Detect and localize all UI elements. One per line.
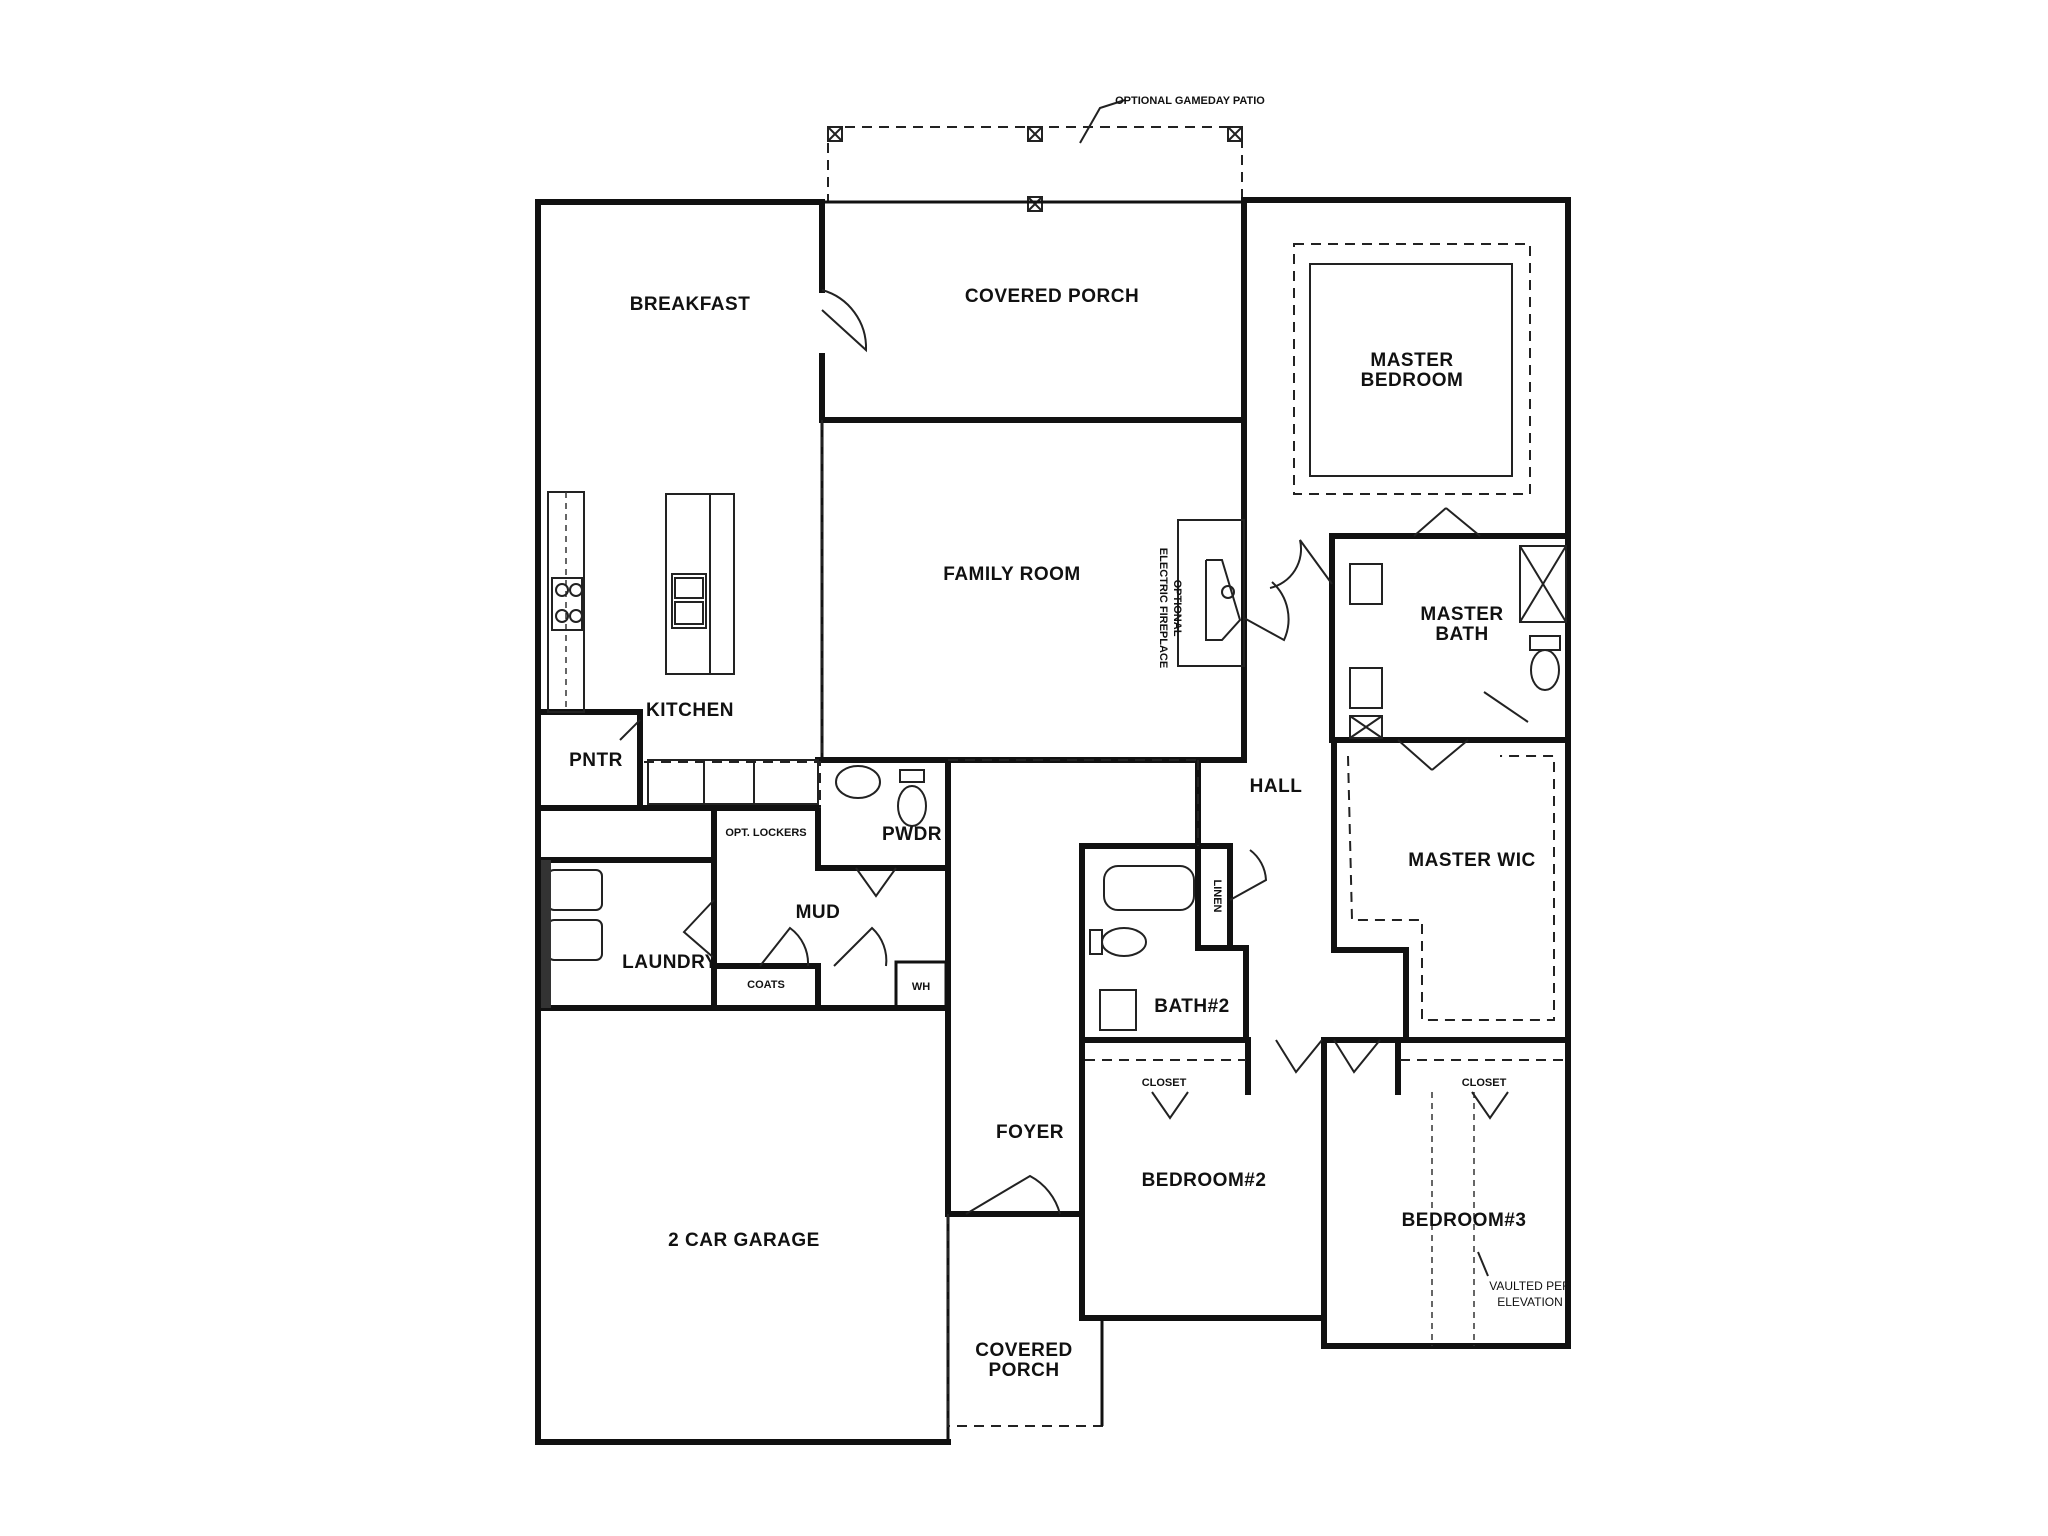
room-label-hall: HALL (1250, 776, 1303, 797)
gameday-patio-note: OPTIONAL GAMEDAY PATIO (1115, 95, 1265, 107)
vaulted-note-1: VAULTED PER (1489, 1279, 1571, 1293)
fireplace-note-1: OPTIONAL (1171, 580, 1183, 637)
closet-bed3-note: CLOSET (1462, 1077, 1507, 1089)
room-label-bedroom2: BEDROOM#2 (1142, 1170, 1267, 1191)
plan-notes: OPTIONAL ELECTRIC FIREPLACE OPT. LOCKERS… (725, 548, 1571, 1309)
powder-fixtures (835, 765, 927, 827)
room-label-mud: MUD (796, 902, 841, 923)
room-label-master-wic: MASTER WIC (1408, 850, 1535, 871)
room-label-master-bath-2: BATH (1435, 624, 1488, 645)
room-label-garage: 2 CAR GARAGE (668, 1230, 820, 1251)
walls (535, 197, 1571, 1445)
fireplace (1177, 519, 1245, 667)
linen-note: LINEN (1211, 880, 1223, 913)
room-label-family-room: FAMILY ROOM (943, 564, 1080, 585)
room-label-foyer: FOYER (996, 1122, 1064, 1143)
room-label-covered-porch-front-1: COVERED (975, 1340, 1072, 1361)
room-label-master-bath-1: MASTER (1420, 604, 1503, 625)
bath2-fixtures (1089, 865, 1195, 1031)
room-label-breakfast: BREAKFAST (630, 294, 751, 315)
optional-gameday-patio: OPTIONAL GAMEDAY PATIO (827, 95, 1265, 212)
room-label-powder: PWDR (882, 824, 942, 845)
room-label-laundry: LAUNDRY (622, 952, 718, 973)
room-label-bedroom3: BEDROOM#3 (1402, 1210, 1527, 1231)
room-label-pantry: PNTR (569, 750, 623, 771)
closet-bed2-note: CLOSET (1142, 1077, 1187, 1089)
tray-ceiling (1293, 243, 1531, 495)
room-label-master-bedroom-1: MASTER (1370, 350, 1453, 371)
fireplace-note-2: ELECTRIC FIREPLACE (1157, 548, 1169, 668)
openings (644, 420, 1566, 1346)
coats-note: COATS (747, 979, 785, 991)
master-bath-fixtures (1349, 545, 1567, 739)
room-label-covered-porch-front-2: PORCH (988, 1360, 1059, 1381)
doors (619, 289, 1529, 1215)
laundry-appliances (541, 860, 603, 1008)
room-label-master-bedroom-2: BEDROOM (1361, 370, 1464, 391)
room-label-bath2: BATH#2 (1154, 996, 1230, 1017)
vaulted-note-2: ELEVATION (1497, 1295, 1563, 1309)
water-heater-note: WH (912, 981, 930, 993)
wic-shelving (1347, 755, 1555, 1021)
kitchen-fixtures (547, 491, 819, 805)
room-label-covered-porch-rear: COVERED PORCH (965, 286, 1139, 307)
room-labels: BREAKFAST COVERED PORCH MASTER BEDROOM F… (569, 286, 1535, 1381)
opt-lockers-note: OPT. LOCKERS (725, 827, 806, 839)
room-label-kitchen: KITCHEN (646, 700, 734, 721)
